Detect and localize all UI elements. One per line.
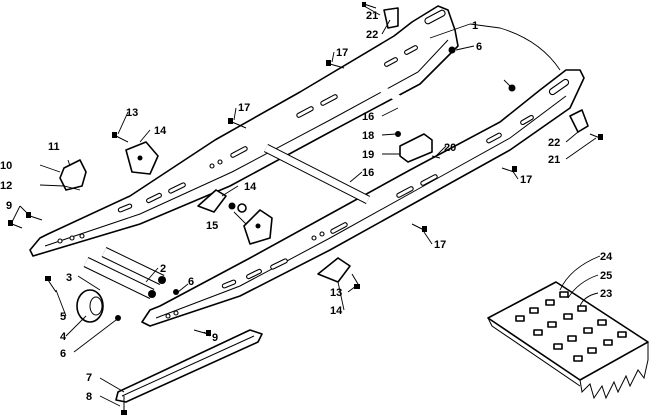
stop-block bbox=[399, 133, 433, 163]
callout-5: 5 bbox=[60, 311, 66, 323]
callout-9-right: 9 bbox=[212, 332, 218, 344]
callout-15: 15 bbox=[206, 220, 218, 232]
track-clips bbox=[515, 291, 627, 362]
callout-1: 1 bbox=[472, 20, 478, 32]
callout-19: 19 bbox=[362, 149, 374, 161]
rear-bracket-top bbox=[383, 7, 399, 29]
callout-12: 12 bbox=[0, 180, 12, 192]
rear-bracket-right bbox=[569, 109, 589, 133]
bracket-middle bbox=[243, 209, 273, 245]
track-section bbox=[487, 281, 649, 400]
callout-21-top: 21 bbox=[366, 10, 378, 22]
callout-6-lower: 6 bbox=[60, 348, 66, 360]
callout-4: 4 bbox=[60, 331, 67, 343]
callout-14-middle: 14 bbox=[244, 181, 257, 193]
callout-2: 2 bbox=[160, 263, 166, 275]
front-bumper bbox=[59, 159, 87, 191]
callout-21-right: 21 bbox=[548, 154, 560, 166]
callout-14-upper: 14 bbox=[154, 125, 167, 137]
cross-shaft-upper bbox=[378, 84, 460, 136]
bracket-upper-left bbox=[125, 141, 159, 175]
callout-20: 20 bbox=[444, 142, 456, 154]
callout-8: 8 bbox=[86, 391, 92, 403]
callout-17-left: 17 bbox=[238, 102, 250, 114]
callout-17-right: 17 bbox=[520, 174, 532, 186]
leader-lines bbox=[11, 5, 601, 407]
callout-25: 25 bbox=[600, 270, 612, 282]
callout-9-left: 9 bbox=[6, 200, 12, 212]
callout-24: 24 bbox=[600, 251, 613, 263]
callout-17-top: 17 bbox=[336, 47, 348, 59]
fasteners bbox=[8, 2, 603, 415]
callout-22-top: 22 bbox=[366, 29, 378, 41]
callout-14-lower: 14 bbox=[330, 305, 343, 317]
callout-6-rear: 6 bbox=[476, 41, 482, 53]
wear-strip bbox=[115, 329, 263, 403]
callout-17-lower: 17 bbox=[434, 239, 446, 251]
cross-shaft-middle bbox=[263, 143, 371, 205]
callout-7: 7 bbox=[86, 372, 92, 384]
callout-13-lower: 13 bbox=[330, 287, 342, 299]
callout-13-upper: 13 bbox=[126, 107, 138, 119]
cross-shaft-lower bbox=[83, 247, 166, 299]
bracket-lower-right bbox=[317, 257, 351, 283]
callout-10: 10 bbox=[0, 160, 12, 172]
left-slide-rail bbox=[29, 5, 459, 257]
callout-16-upper: 16 bbox=[362, 111, 374, 123]
callout-labels: 1 2 3 4 5 6 6 6 7 8 9 9 10 11 12 13 13 1… bbox=[0, 10, 613, 403]
callout-11: 11 bbox=[48, 141, 60, 153]
idler-wheel bbox=[76, 289, 104, 323]
callout-6-front: 6 bbox=[188, 276, 194, 288]
callout-22-right: 22 bbox=[548, 137, 560, 149]
callout-16-middle: 16 bbox=[362, 167, 374, 179]
bracket-small bbox=[197, 189, 227, 213]
callout-3: 3 bbox=[66, 272, 72, 284]
callout-23: 23 bbox=[600, 288, 612, 300]
callout-18: 18 bbox=[362, 130, 374, 142]
